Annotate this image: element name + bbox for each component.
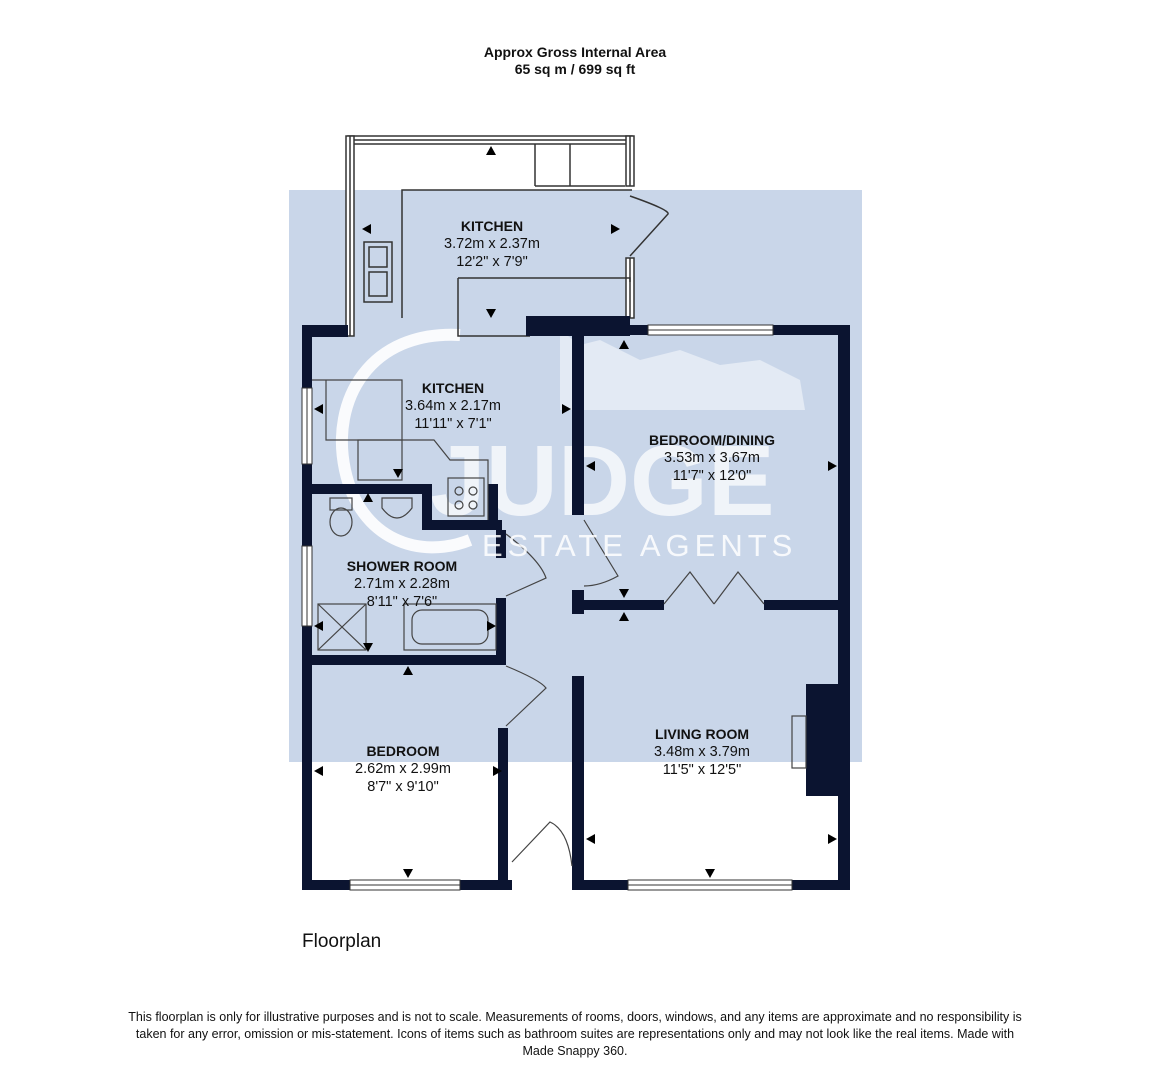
room-imperial: 11'5" x 12'5": [662, 762, 742, 778]
room-metric: 2.62m x 2.99m: [355, 761, 451, 777]
room-metric: 3.72m x 2.37m: [444, 236, 540, 252]
room-name: LIVING ROOM: [654, 726, 750, 742]
room-label-kitchen: KITCHEN 3.64m x 2.17m 11'11" x 7'1": [373, 379, 533, 433]
kitchen-extension-markers: [362, 146, 620, 318]
fixtures: [312, 379, 807, 867]
room-imperial: 8'7" x 9'10": [367, 779, 439, 795]
room-imperial: 12'2" x 7'9": [456, 254, 528, 270]
room-name: BEDROOM: [366, 743, 440, 759]
room-metric: 2.71m x 2.28m: [354, 576, 450, 592]
room-imperial: 8'11" x 7'6": [366, 594, 438, 610]
room-imperial: 11'11" x 7'1": [414, 416, 492, 432]
room-metric: 3.48m x 3.79m: [654, 744, 750, 760]
area-header: Approx Gross Internal Area 65 sq m / 699…: [0, 44, 1150, 78]
room-metric: 3.53m x 3.67m: [664, 450, 760, 466]
room-label-living-room: LIVING ROOM 3.48m x 3.79m 11'5" x 12'5": [622, 725, 782, 779]
disclaimer-text: This floorplan is only for illustrative …: [128, 1010, 1022, 1058]
room-label-bedroom-dining: BEDROOM/DINING 3.53m x 3.67m 11'7" x 12'…: [622, 431, 802, 485]
area-title: Approx Gross Internal Area: [483, 44, 667, 60]
room-name: SHOWER ROOM: [346, 558, 458, 574]
room-label-shower-room: SHOWER ROOM 2.71m x 2.28m 8'11" x 7'6": [322, 557, 482, 611]
kitchen-extension-walls: [345, 135, 669, 337]
room-name: KITCHEN: [460, 218, 524, 234]
watermark-tagline: ESTATE AGENTS: [482, 528, 798, 563]
window-center-lines: [306, 329, 792, 886]
dimension-markers: [314, 340, 837, 878]
room-label-bedroom: BEDROOM 2.62m x 2.99m 8'7" x 9'10": [323, 742, 483, 796]
room-imperial: 11'7" x 12'0": [672, 468, 752, 484]
room-metric: 3.64m x 2.17m: [405, 398, 501, 414]
area-value: 65 sq m / 699 sq ft: [514, 61, 636, 77]
room-name: BEDROOM/DINING: [649, 432, 775, 448]
room-label-kitchen-extension: KITCHEN 3.72m x 2.37m 12'2" x 7'9": [412, 217, 572, 271]
room-name: KITCHEN: [421, 380, 485, 396]
plan-title: Floorplan: [302, 931, 382, 952]
